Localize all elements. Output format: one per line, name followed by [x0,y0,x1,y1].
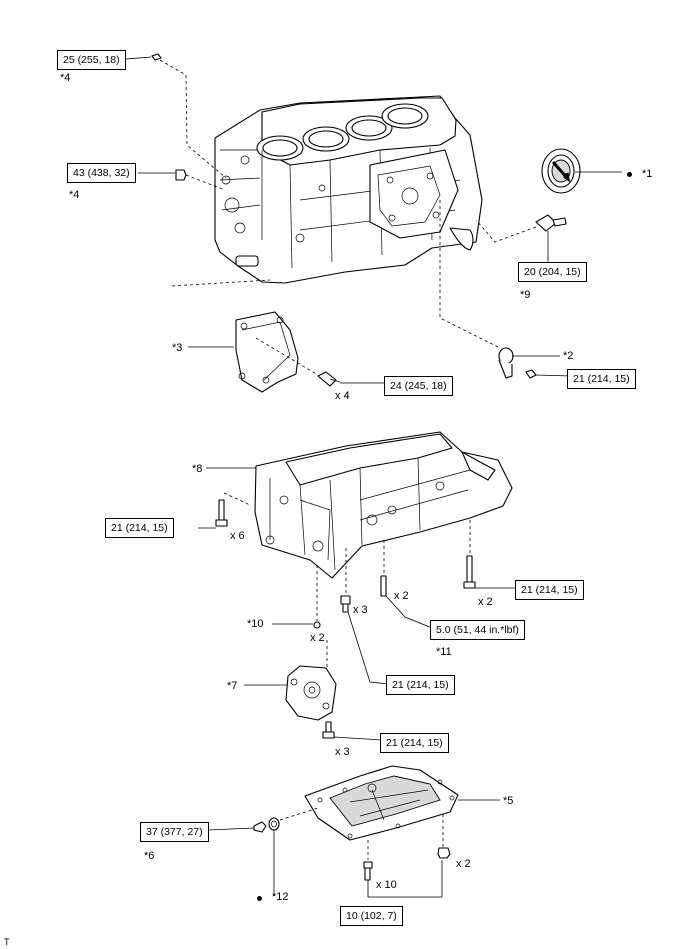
torque-spec-box: 5.0 (51, 44 in.*lbf) [430,620,525,640]
oil-pan-nut [437,847,451,859]
crankcase-bolt-mid [340,595,351,613]
oil-pump [285,665,337,721]
quantity-label: x 2 [478,596,493,608]
torque-spec-box: 21 (214, 15) [380,733,449,753]
drain-plug-gasket [268,817,280,831]
callout-label: *11 [436,646,452,658]
quantity-label: x 2 [394,590,409,602]
crankcase-bolt-left [215,499,228,527]
stiffening-crankcase [254,431,513,579]
oil-pan-bolt [363,861,373,881]
torque-spec-box: 37 (377, 27) [140,822,209,842]
callout-label: *8 [192,463,203,475]
quantity-label: x 3 [335,746,350,758]
oil-pressure-switch [535,214,567,232]
torque-spec-box: 20 (204, 15) [518,262,587,282]
drain-plug [253,821,267,833]
callout-label: *7 [227,680,238,692]
callout-label: *3 [172,342,183,354]
torque-spec-box: 43 (438, 32) [67,163,136,183]
quantity-label: x 3 [353,604,368,616]
callout-label: *5 [503,795,514,807]
torque-spec-box: 10 (102, 7) [340,906,403,926]
bullet-mark [257,896,262,901]
callout-label: *4 [60,72,71,84]
cylinder-block [214,95,483,284]
bullet-mark [627,172,632,177]
callout-label: *12 [272,891,289,903]
bolt-25 [151,53,162,61]
quantity-label: x 2 [310,632,325,644]
quantity-label: x 6 [230,530,245,542]
crank-position-sensor [498,347,514,379]
stud-bolt [380,575,387,597]
torque-spec-box: 21 (214, 15) [105,518,174,538]
oil-seal [541,148,581,194]
torque-spec-box: 24 (245, 18) [384,376,453,396]
straight-pin [313,621,321,629]
torque-spec-box: 21 (214, 15) [567,369,636,389]
torque-spec-box: 21 (214, 15) [386,675,455,695]
quantity-label: x 10 [376,879,397,891]
quantity-label: x 4 [335,390,350,402]
sensor-bolt [525,369,537,379]
callout-label: *2 [563,350,574,362]
engine-mount-bracket [235,311,299,393]
crankcase-bolt-right [463,555,476,589]
bolt-43 [175,169,187,181]
corner-mark: T [4,937,10,947]
callout-label: *4 [69,189,80,201]
oil-pan [304,765,459,841]
bracket-bolt [317,371,341,387]
callout-label: *1 [642,168,653,180]
torque-spec-box: 21 (214, 15) [515,580,584,600]
callout-label: *9 [520,289,531,301]
torque-spec-box: 25 (255, 18) [57,50,126,70]
callout-label: *6 [144,850,155,862]
oil-pump-bolt [322,721,335,739]
quantity-label: x 2 [456,858,471,870]
callout-label: *10 [247,618,264,630]
